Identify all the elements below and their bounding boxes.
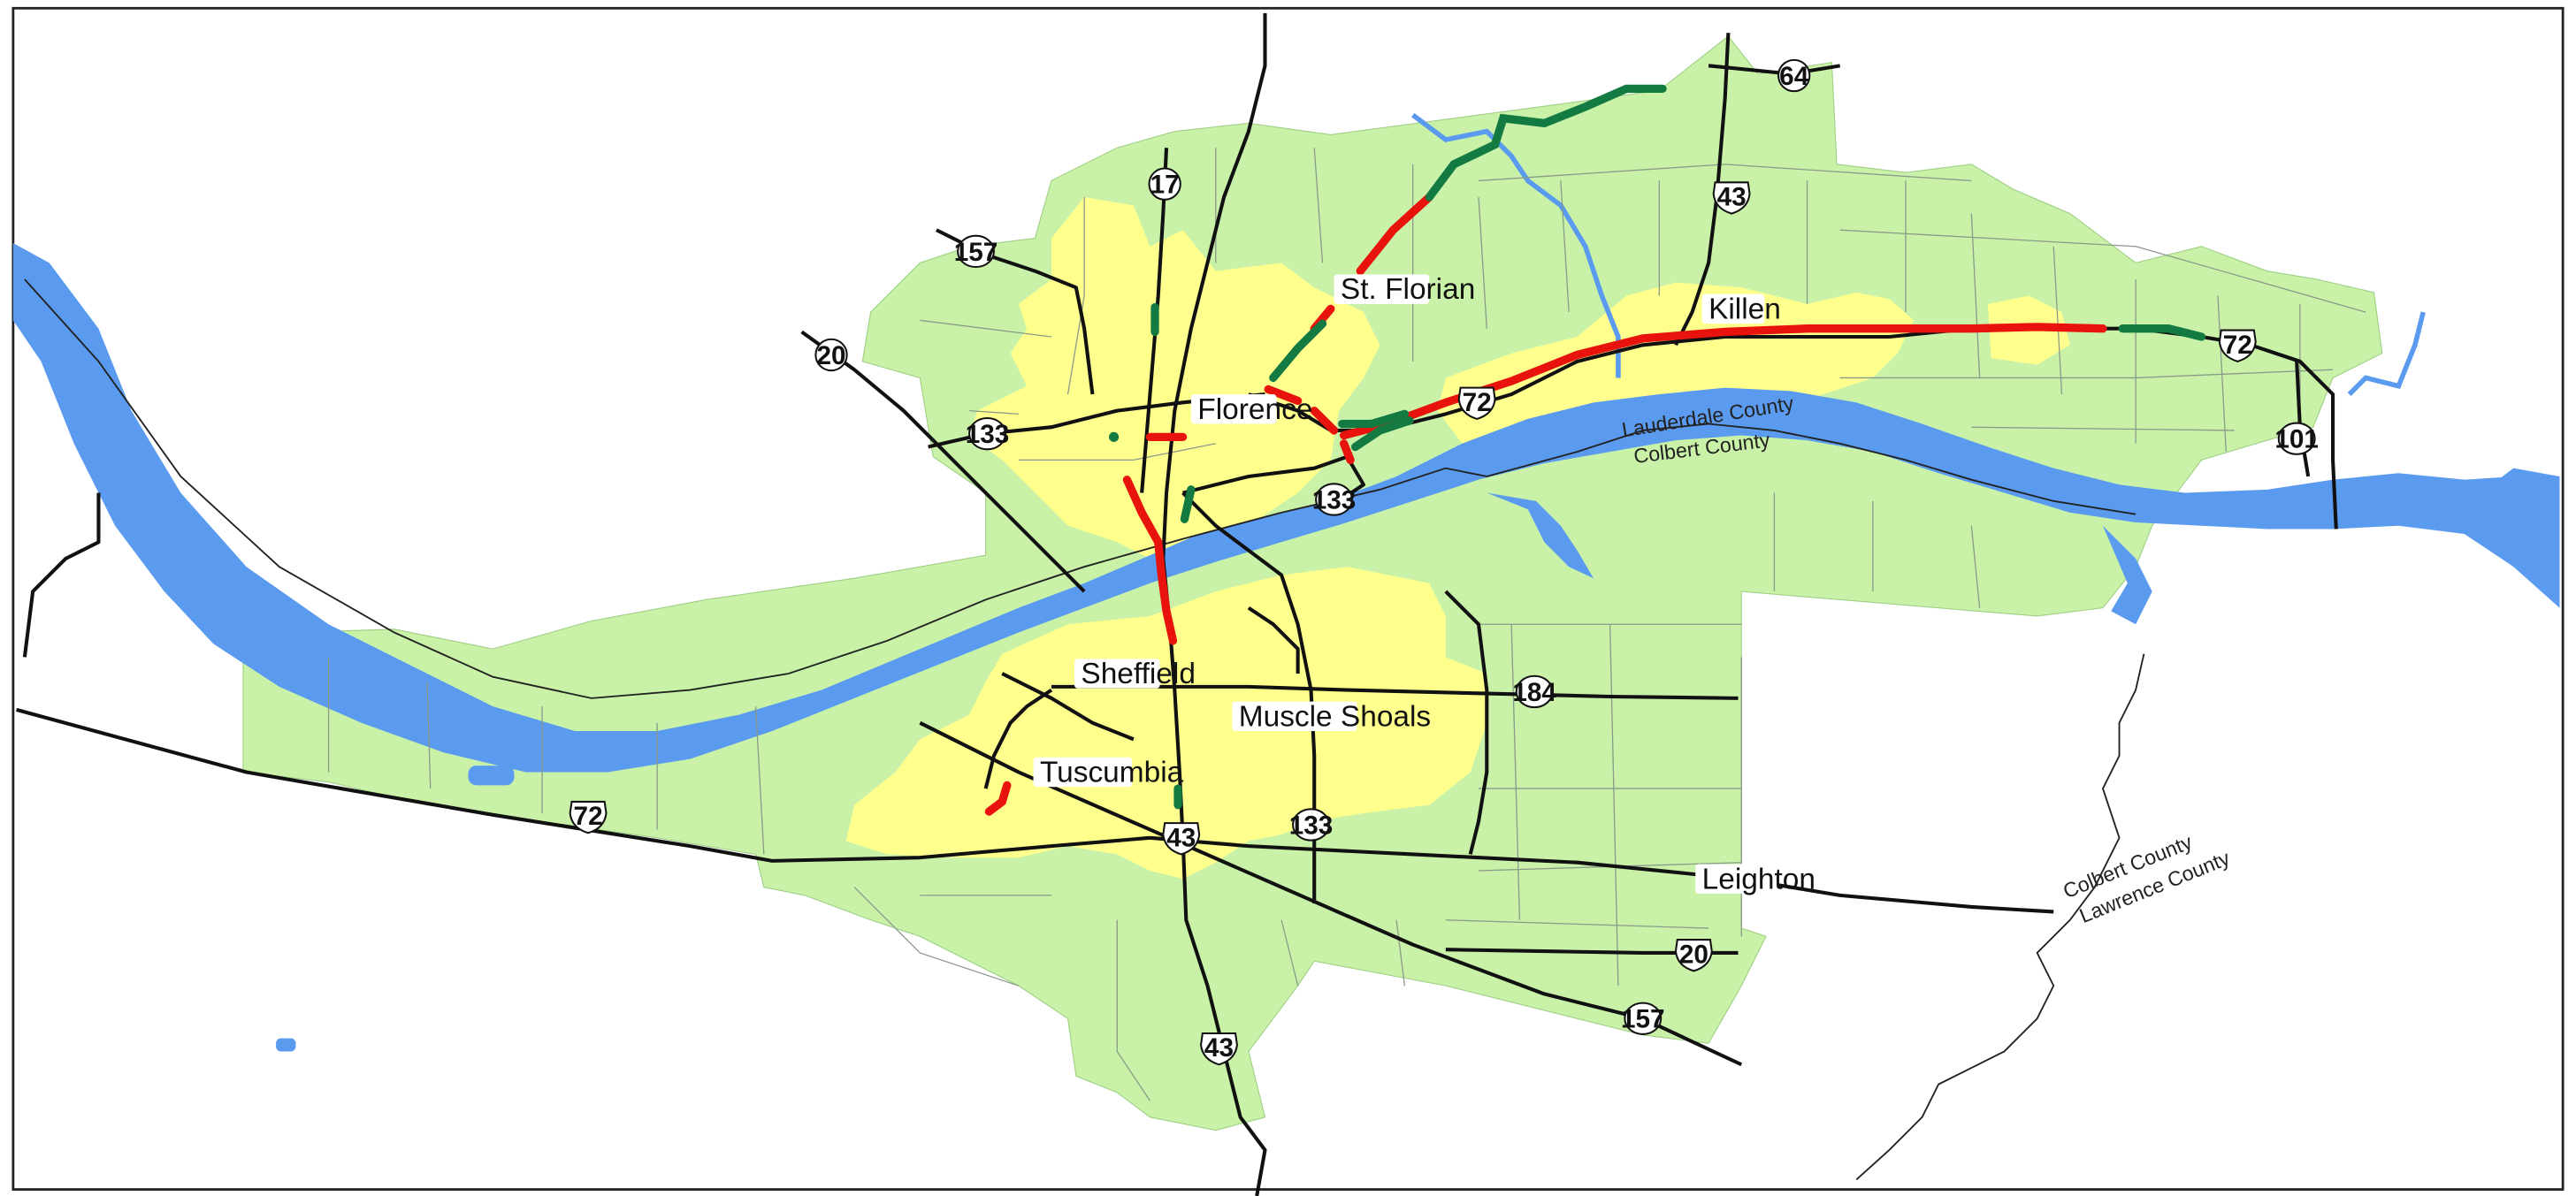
- label-tuscumbia: Tuscumbia: [1040, 757, 1184, 789]
- road-us72-east: [2250, 343, 2338, 529]
- route-shield-us-72-florence: 72: [1457, 386, 1496, 420]
- red-segment-florence-ring-2: [1310, 406, 1339, 435]
- red-segment-florence-ring-3: [1340, 323, 2107, 440]
- shield-shape: [1315, 483, 1353, 516]
- road-county-west: [22, 492, 101, 658]
- shield-shape: [1292, 808, 1330, 842]
- green-segment-florence-se: [1351, 416, 1414, 452]
- planned-roads-green: [1109, 84, 2206, 810]
- shield-label: 72: [1463, 388, 1492, 417]
- label-leighton: Leighton: [1702, 863, 1815, 895]
- shield-label: 133: [1312, 485, 1357, 514]
- label-sheffield: Sheffield: [1081, 658, 1196, 690]
- label-muscle-shoals: Muscle Shoals: [1239, 700, 1431, 733]
- shield-label: 43: [1717, 183, 1747, 212]
- shield-shape: [1200, 1032, 1238, 1066]
- route-shield-sr-157-north: 157: [954, 234, 998, 269]
- route-shield-us-72-west: 72: [569, 800, 608, 834]
- route-shield-sr-133-west: 133: [966, 416, 1010, 451]
- road-alt72-south: [1150, 835, 2054, 914]
- route-shield-us-43-bottom: 43: [1200, 1032, 1238, 1066]
- route-shield-sr-157-south: 157: [1621, 1002, 1665, 1035]
- shield-label: 20: [817, 341, 846, 370]
- shield-shape: [968, 416, 1006, 451]
- red-segment-florence-ring-1: [1264, 385, 1303, 406]
- shield-label: 157: [1621, 1005, 1665, 1034]
- route-shield-sr-133-south: 133: [1289, 808, 1334, 842]
- shield-shape: [569, 800, 608, 834]
- route-shields: 64 43 17 157 20 133 72 133 72 101 184 72 43 133 20 157 4…: [569, 58, 2319, 1066]
- shield-shape: [1162, 822, 1201, 856]
- route-shield-sr-17: 17: [1148, 167, 1181, 201]
- road-sr133-center: [1182, 454, 1366, 503]
- green-segment-florence-central: [1180, 485, 1196, 523]
- shield-shape: [2218, 329, 2257, 362]
- label-florence: Florence: [1197, 393, 1312, 426]
- shield-label: 43: [1204, 1033, 1234, 1063]
- water-feature-west: [468, 766, 515, 786]
- red-segment-tuscumbia: [984, 781, 1012, 816]
- shield-shape: [1148, 167, 1181, 201]
- road-sheffield-spur: [1001, 672, 1135, 742]
- place-labels: St. Florian Killen Florence Sheffield Mu…: [1033, 273, 1815, 895]
- shield-label: 133: [1289, 811, 1334, 840]
- shield-label: 64: [1779, 62, 1809, 91]
- water-feature-sw: [276, 1038, 296, 1052]
- county-line-colbert-lawrence: [1855, 653, 2145, 1181]
- route-shield-sr-133-center: 133: [1312, 483, 1357, 516]
- road-sr20: [800, 330, 1086, 593]
- road-us43-north-leg: [1674, 33, 1731, 347]
- route-shield-us-43-south: 43: [1162, 822, 1201, 856]
- river-mouth-east: [2480, 468, 2560, 608]
- creek-bay-east: [2102, 525, 2152, 625]
- label-st-florian: St. Florian: [1341, 273, 1475, 306]
- shield-shape: [1674, 939, 1713, 972]
- red-segment-133-connector: [1340, 439, 1355, 465]
- green-segment-st-florian-south: [1269, 319, 1327, 383]
- shield-shape: [1457, 386, 1496, 420]
- shield-shape: [2277, 422, 2316, 455]
- route-shield-us-72-east: 72: [2218, 329, 2257, 362]
- red-segment-st-florian-north: [1356, 193, 1433, 276]
- road-tuscumbia-loop: [983, 688, 1053, 789]
- road-us72-west: [16, 707, 1150, 863]
- shield-shape: [957, 234, 995, 269]
- red-segment-florence-south: [1122, 476, 1178, 645]
- shield-shape: [814, 338, 848, 372]
- shield-shape: [1777, 58, 1811, 93]
- minor-road-network: [327, 148, 2366, 1101]
- route-shield-us-43-north: 43: [1712, 181, 1751, 215]
- shield-shape: [1712, 181, 1751, 215]
- shield-label: 20: [1679, 940, 1708, 969]
- stream-ne: [2347, 311, 2426, 397]
- green-segment-florence-east: [1338, 409, 1410, 429]
- route-shield-sr-20: 20: [814, 338, 848, 372]
- road-florence-bridge: [1181, 491, 1317, 904]
- stream-north: [1411, 112, 1621, 378]
- route-shield-us-20: 20: [1674, 939, 1713, 972]
- shield-label: 43: [1166, 823, 1196, 852]
- green-segment-northeast: [1425, 84, 1667, 202]
- road-ms-plant: [1247, 606, 1300, 674]
- green-segment-killen-east: [2118, 324, 2206, 341]
- shield-label: 17: [1150, 171, 1180, 200]
- shield-shape: [1515, 674, 1554, 709]
- shield-label: 133: [966, 420, 1010, 449]
- shield-label: 157: [954, 238, 998, 267]
- route-shield-sr-101: 101: [2274, 422, 2319, 455]
- route-shield-sr-184: 184: [1512, 674, 1556, 709]
- creek-bay-north: [1487, 492, 1594, 579]
- route-shield-sr-64: 64: [1777, 58, 1811, 93]
- shield-label: 72: [574, 802, 603, 831]
- shield-label: 184: [1512, 678, 1556, 707]
- green-dot-florence: [1109, 431, 1120, 442]
- shield-label: 72: [2223, 331, 2252, 360]
- road-ms-east: [1444, 590, 1489, 855]
- shield-shape: [1624, 1002, 1663, 1035]
- label-killen: Killen: [1708, 293, 1781, 326]
- shield-label: 101: [2274, 425, 2319, 454]
- county-line-lauderdale-colbert: [24, 278, 2136, 699]
